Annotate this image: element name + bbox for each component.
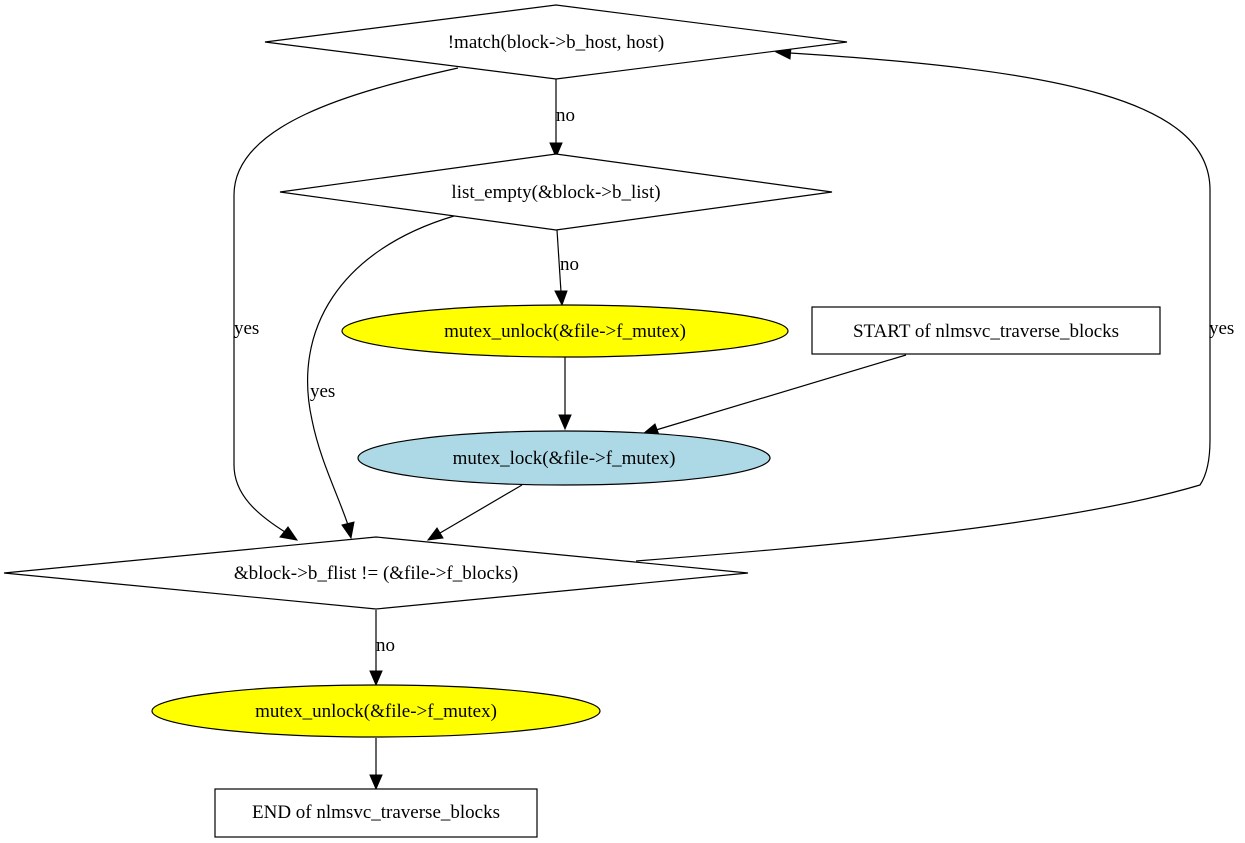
process-node-mutex-unlock-lower[interactable]: mutex_unlock(&file->f_mutex): [151, 684, 601, 738]
edge-label-n1-n6-yes: yes: [234, 318, 259, 339]
edge-n2-n3: no: [554, 229, 579, 307]
node-label: !match(block->b_host, host): [448, 32, 665, 53]
node-label: mutex_unlock(&file->f_mutex): [444, 321, 686, 342]
node-label: START of nlmsvc_traverse_blocks: [853, 321, 1119, 342]
edge-n5-n6: [426, 484, 523, 541]
edge-n2-n6: yes: [307, 215, 455, 540]
edge-label-n6-n7-no: no: [376, 635, 395, 656]
process-node-mutex-lock[interactable]: mutex_lock(&file->f_mutex): [357, 430, 771, 486]
edge-label-n6-n1-yes: yes: [1209, 318, 1234, 339]
edge-label-n1-n2-no: no: [556, 105, 575, 126]
process-ellipse: [341, 304, 789, 358]
edge-n7-n8: [369, 738, 383, 791]
edge-label-n2-n3-no: no: [560, 254, 579, 275]
node-label: END of nlmsvc_traverse_blocks: [252, 802, 500, 823]
edge-n4-n5: [641, 354, 907, 436]
end-node[interactable]: END of nlmsvc_traverse_blocks: [214, 788, 538, 838]
decision-diamond: [3, 536, 749, 610]
edge-n1-n6: yes: [233, 67, 459, 541]
process-node-mutex-unlock-upper[interactable]: mutex_unlock(&file->f_mutex): [341, 304, 789, 358]
edge-label-n2-n6-yes: yes: [310, 381, 335, 402]
decision-diamond: [279, 153, 833, 231]
process-ellipse: [151, 684, 601, 738]
decision-node-list-empty[interactable]: list_empty(&block->b_list): [279, 153, 833, 231]
node-label: mutex_lock(&file->f_mutex): [453, 448, 676, 469]
edge-n1-n2: no: [549, 79, 575, 159]
edge-n6-n1: yes: [635, 46, 1234, 562]
decision-diamond: [264, 4, 848, 80]
decision-node-match-host[interactable]: !match(block->b_host, host): [264, 4, 848, 80]
process-ellipse: [357, 430, 771, 486]
start-node[interactable]: START of nlmsvc_traverse_blocks: [811, 306, 1161, 355]
node-label: list_empty(&block->b_list): [451, 182, 660, 203]
edge-n6-n7: no: [369, 610, 395, 687]
node-label: mutex_unlock(&file->f_mutex): [255, 701, 497, 722]
edge-n3-n5: [558, 357, 572, 431]
node-label: &block->b_flist != (&file->f_blocks): [234, 563, 518, 584]
end-box: [214, 788, 538, 838]
decision-node-flist-check[interactable]: &block->b_flist != (&file->f_blocks): [3, 536, 749, 610]
start-box: [811, 306, 1161, 355]
